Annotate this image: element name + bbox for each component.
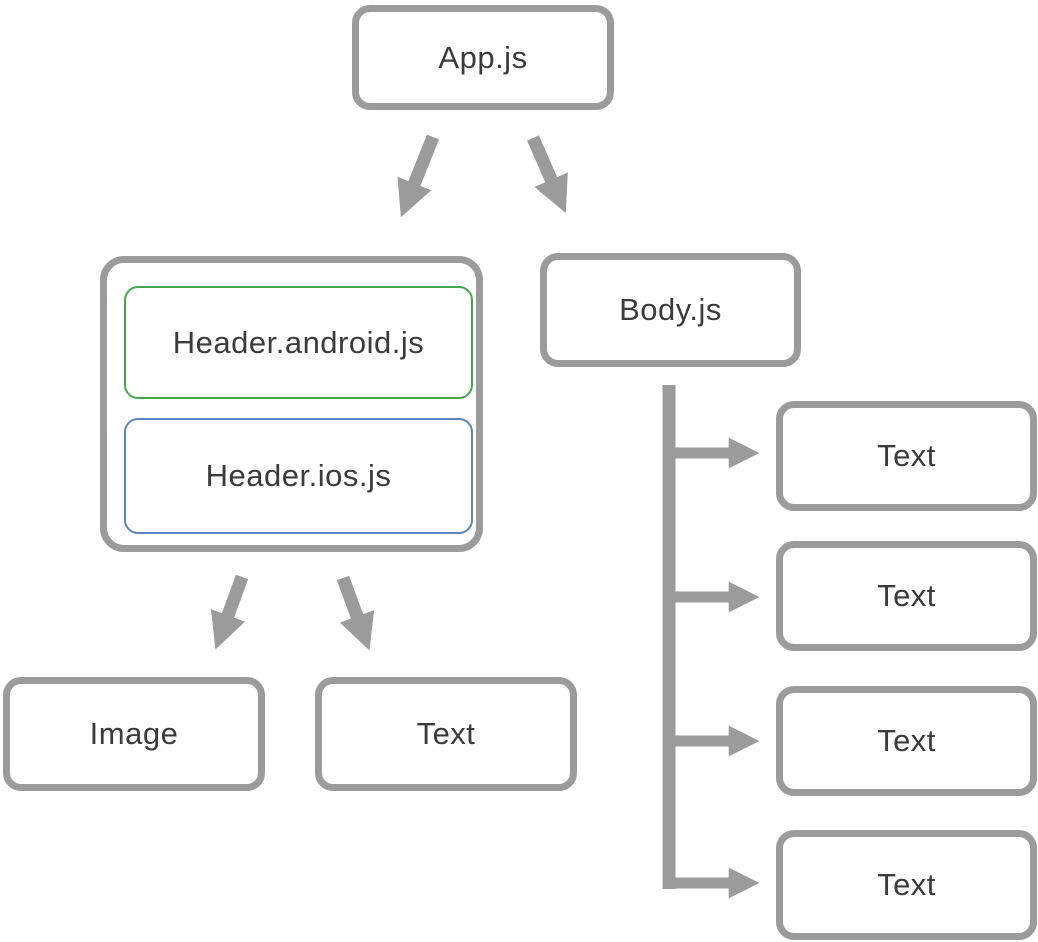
node-header-ios-js-label: Header.ios.js <box>205 458 392 493</box>
edge-app-to-header-arrow <box>397 134 440 218</box>
node-text-right-1: Text <box>776 401 1037 511</box>
node-text-right-2-label: Text <box>877 578 936 613</box>
node-text-left: Text <box>315 677 577 791</box>
node-text-right-4: Text <box>776 830 1037 940</box>
node-image: Image <box>3 677 265 791</box>
node-body-js: Body.js <box>540 253 801 367</box>
edge-app-to-body-arrow <box>527 135 568 214</box>
edge-header-to-text-arrow <box>336 575 375 651</box>
node-text-right-3: Text <box>776 686 1037 796</box>
node-header-android-js: Header.android.js <box>124 286 473 399</box>
node-header-android-js-label: Header.android.js <box>172 324 425 360</box>
node-app-js-label: App.js <box>438 39 528 75</box>
node-header-ios-js: Header.ios.js <box>124 418 473 534</box>
node-header-platform-group: Header.android.js Header.ios.js <box>100 256 483 552</box>
edge-header-to-image-arrow <box>210 574 249 650</box>
node-text-right-3-label: Text <box>877 723 936 758</box>
node-text-right-2: Text <box>776 541 1037 651</box>
node-text-right-4-label: Text <box>877 867 936 902</box>
node-app-js: App.js <box>352 5 614 110</box>
node-image-label: Image <box>89 716 179 751</box>
node-body-js-label: Body.js <box>619 292 722 327</box>
node-text-right-1-label: Text <box>877 438 936 473</box>
node-text-left-label: Text <box>416 716 476 751</box>
